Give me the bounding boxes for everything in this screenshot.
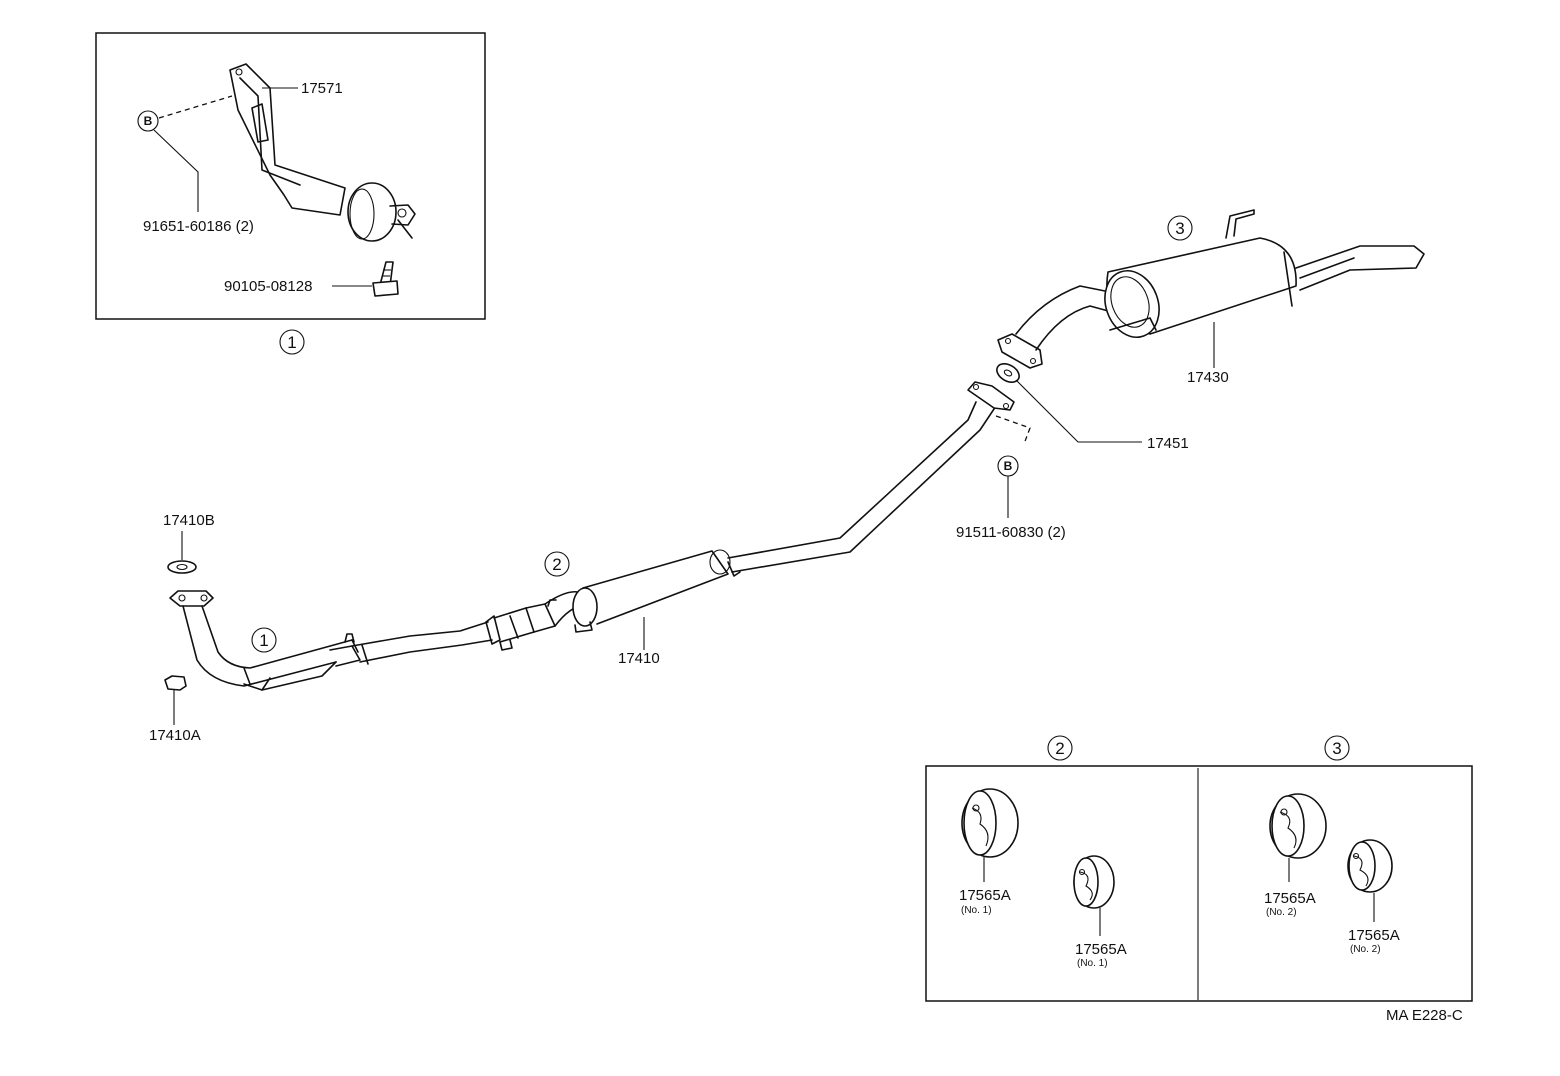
label-91511-60830: 91511-60830 (2) bbox=[956, 524, 1066, 541]
gasket-rear-icon bbox=[996, 363, 1020, 383]
sub-label-no2-a: (No. 2) bbox=[1266, 907, 1297, 918]
label-17451: 17451 bbox=[1147, 435, 1189, 452]
label-17565A-s3-a: 17565A bbox=[1264, 890, 1316, 907]
hanger-rubber-icon bbox=[1269, 793, 1327, 859]
long-pipe-icon bbox=[727, 401, 997, 577]
callout-1-main: 1 bbox=[251, 627, 277, 653]
label-17410B: 17410B bbox=[163, 512, 215, 529]
callout-3-main: 3 bbox=[1167, 215, 1193, 241]
hanger-rubber-icon bbox=[1347, 839, 1393, 893]
sub-label-no2-b: (No. 2) bbox=[1350, 944, 1381, 955]
flange-rear-icon bbox=[967, 381, 1015, 411]
label-17410A: 17410A bbox=[149, 727, 201, 744]
inset-box-bottom-right bbox=[925, 765, 1473, 1002]
label-17565A-s3-b: 17565A bbox=[1348, 927, 1400, 944]
sub-label-no1-b: (No. 1) bbox=[1077, 958, 1108, 969]
gasket-front-icon bbox=[167, 560, 197, 574]
bracket-icon bbox=[229, 63, 346, 216]
hanger-rubber-icon bbox=[961, 788, 1019, 858]
clamp-icon bbox=[347, 182, 416, 242]
label-90105-08128: 90105-08128 bbox=[224, 278, 312, 295]
label-17430: 17430 bbox=[1187, 369, 1229, 386]
nut-front-icon bbox=[164, 675, 187, 691]
rear-muffler-icon bbox=[1104, 209, 1425, 338]
label-17565A-s2-b: 17565A bbox=[1075, 941, 1127, 958]
sub-label-no1-a: (No. 1) bbox=[961, 905, 992, 916]
tail-pipe-icon bbox=[997, 285, 1121, 369]
ref-badge-b-rear: B bbox=[997, 455, 1019, 477]
callout-3-inset: 3 bbox=[1324, 735, 1350, 761]
diagram-code: MA E228-C bbox=[1386, 1007, 1463, 1024]
hanger-rubber-icon bbox=[1073, 855, 1115, 909]
svg-text:B: B bbox=[144, 114, 153, 128]
label-91651-60186: 91651-60186 (2) bbox=[143, 218, 254, 235]
ref-badge-b-top: B bbox=[137, 110, 159, 132]
label-17410: 17410 bbox=[618, 650, 660, 667]
svg-text:3: 3 bbox=[1175, 219, 1184, 238]
callout-2-main: 2 bbox=[544, 551, 570, 577]
svg-text:2: 2 bbox=[552, 555, 561, 574]
svg-text:B: B bbox=[1004, 459, 1013, 473]
svg-text:2: 2 bbox=[1055, 739, 1064, 758]
catalytic-converter-icon bbox=[485, 603, 556, 651]
mid-pipe-icon bbox=[344, 621, 493, 665]
front-pipe-icon bbox=[169, 590, 361, 691]
callout-2-inset: 2 bbox=[1047, 735, 1073, 761]
svg-text:1: 1 bbox=[259, 631, 268, 650]
center-muffler-icon bbox=[572, 549, 731, 633]
callout-1-inset: 1 bbox=[279, 329, 305, 355]
svg-text:3: 3 bbox=[1332, 739, 1341, 758]
label-17565A-s2-a: 17565A bbox=[959, 887, 1011, 904]
bolt-icon bbox=[372, 261, 399, 297]
svg-text:1: 1 bbox=[287, 333, 296, 352]
label-17571: 17571 bbox=[301, 80, 343, 97]
inset-box-top-left bbox=[95, 32, 486, 320]
